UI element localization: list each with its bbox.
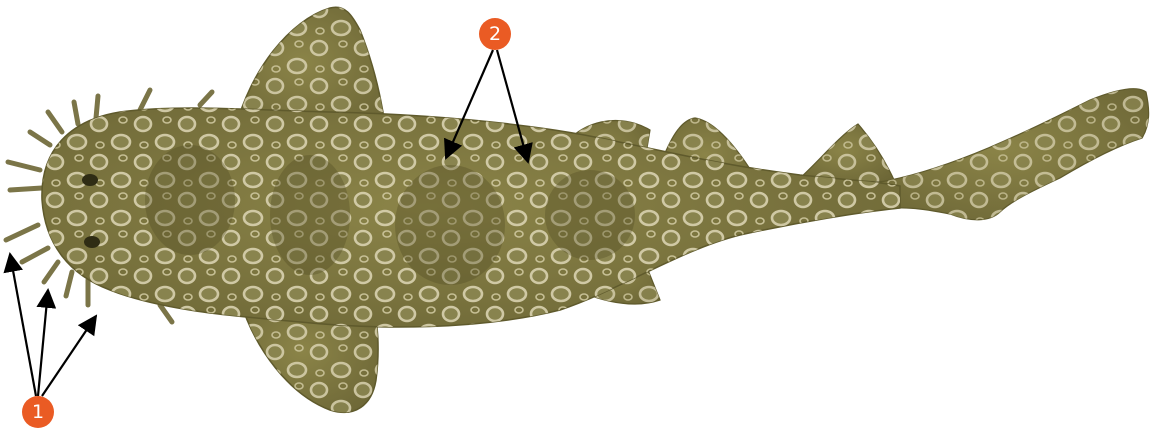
callout-badge-2: 2	[479, 18, 511, 50]
callout-1-arrow-a	[10, 254, 36, 396]
callout-1-arrow-c	[42, 316, 96, 396]
wobbegong-shark-illustration	[6, 7, 1149, 412]
callout-badge-2-label: 2	[489, 23, 501, 45]
callout-badge-1-label: 1	[32, 401, 44, 423]
eye-left	[82, 174, 98, 186]
callout-badge-1: 1	[22, 396, 54, 428]
callout-1-arrow-b	[38, 290, 48, 396]
eye-right	[84, 236, 100, 248]
